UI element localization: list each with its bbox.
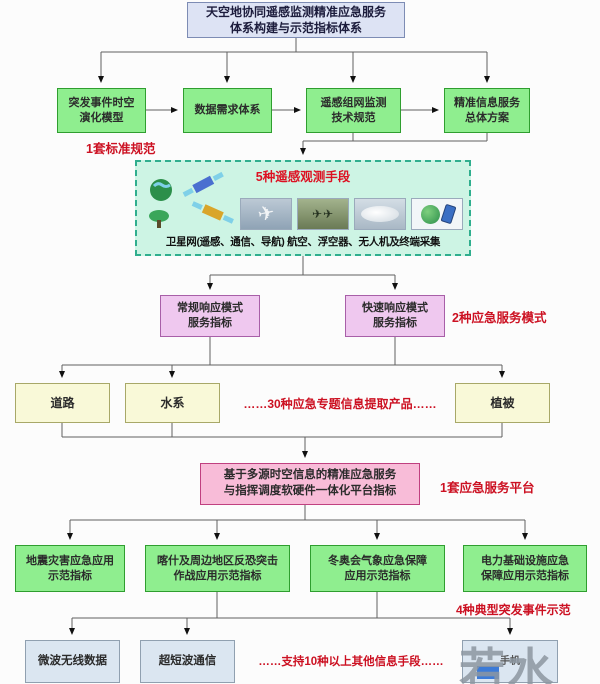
sensing-caption: 卫星网(遥感、通信、导航) 航空、浮空器、无人机及终端采集 bbox=[165, 235, 441, 248]
label-demos-count: 4种典型突发事件示范 bbox=[456, 603, 571, 617]
fighter-jets-photo: ✈✈ bbox=[297, 198, 349, 230]
phone-icon bbox=[439, 203, 457, 225]
label-platform-count: 1套应急服务平台 bbox=[440, 481, 535, 495]
node-integrated-platform: 基于多源时空信息的精准应急服务 与指挥调度软硬件一体化平台指标 bbox=[200, 463, 420, 505]
node-phone-partially-hidden: 手机 bbox=[462, 640, 558, 683]
node-demo-kashgar-counterterror: 喀什及周边地区反恐突击 作战应用示范指标 bbox=[145, 545, 290, 592]
satellite-cluster-icon bbox=[149, 171, 234, 228]
node-sensing-means: 5种遥感观测手段 ✈ ✈✈ 卫星网(遥感、通信、导航) 航空、浮空器、无人机及 bbox=[135, 160, 471, 256]
label-service-modes-count: 2种应急服务模式 bbox=[452, 311, 547, 325]
node-data-requirement-system: 数据需求体系 bbox=[183, 88, 272, 133]
node-uhf-communication: 超短波通信 bbox=[140, 640, 235, 683]
terminal-device-photo bbox=[411, 198, 463, 230]
node-demo-power-infrastructure: 电力基础设施应急 保障应用示范指标 bbox=[463, 545, 587, 592]
node-info-service-plan: 精准信息服务 总体方案 bbox=[444, 88, 530, 133]
label-other-means-count: ……支持10种以上其他信息手段…… bbox=[258, 656, 444, 668]
node-event-spatiotemporal-model: 突发事件时空 演化模型 bbox=[57, 88, 146, 133]
node-microwave-wireless-data: 微波无线数据 bbox=[25, 640, 120, 683]
globe-icon bbox=[420, 204, 440, 224]
node-demo-earthquake: 地震灾害应急应用 示范指标 bbox=[15, 545, 125, 592]
node-product-vegetation: 植被 bbox=[455, 383, 550, 423]
node-normal-response-mode: 常规响应模式 服务指标 bbox=[160, 295, 260, 337]
node-product-roads: 道路 bbox=[15, 383, 110, 423]
label-products-count: ……30种应急专题信息提取产品…… bbox=[243, 397, 437, 411]
watermark-blue-badge bbox=[477, 666, 499, 679]
node-demo-winter-olympics-weather: 冬奥会气象应急保障 应用示范指标 bbox=[310, 545, 445, 592]
root-node-system-framework: 天空地协同遥感监测精准应急服务 体系构建与示范指标体系 bbox=[187, 2, 405, 38]
aerostat-photo bbox=[354, 198, 406, 230]
node-rapid-response-mode: 快速响应模式 服务指标 bbox=[345, 295, 445, 337]
aircraft-photo: ✈ bbox=[240, 198, 292, 230]
sensing-title: 5种遥感观测手段 bbox=[255, 170, 351, 184]
node-network-monitoring-spec: 遥感组网监测 技术规范 bbox=[306, 88, 401, 133]
label-standards-count: 1套标准规范 bbox=[86, 142, 156, 156]
watermark-text: 若水网 bbox=[459, 645, 555, 684]
node-product-water: 水系 bbox=[125, 383, 220, 423]
